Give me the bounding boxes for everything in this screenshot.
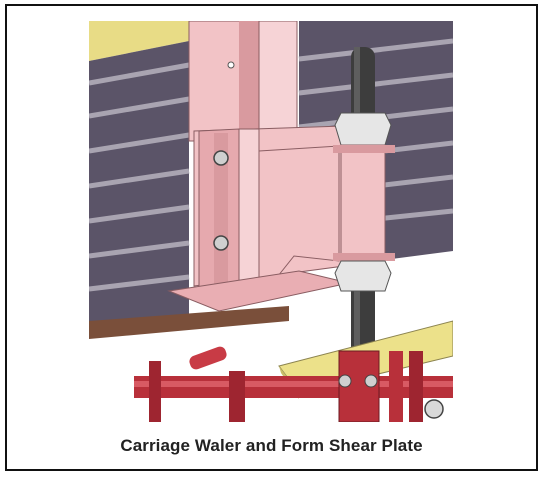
red-carriage (134, 346, 453, 422)
bracket-bolt-upper-icon (213, 150, 229, 166)
bracket-bolt-lower-icon (213, 235, 229, 251)
figure-caption: Carriage Waler and Form Shear Plate (120, 436, 423, 455)
lower-nut-icon (334, 260, 392, 292)
wall-ledge (89, 306, 289, 339)
carriage-nut-icon (424, 399, 444, 419)
waler-shear-plate-illustration (89, 21, 453, 422)
top-yellow-panel (89, 21, 189, 61)
threaded-rod (333, 47, 395, 377)
waler-column (188, 21, 298, 142)
wall-left (89, 41, 190, 321)
carriage-bolt-left-icon (338, 374, 352, 388)
bracket-assembly (167, 125, 350, 312)
pin-hole (227, 61, 235, 69)
figure-frame: Carriage Waler and Form Shear Plate (5, 4, 538, 471)
illustration-svg (89, 21, 453, 422)
rod-sleeve (340, 144, 386, 264)
carriage-bolt-right-icon (364, 374, 378, 388)
upper-nut-icon (334, 112, 392, 146)
